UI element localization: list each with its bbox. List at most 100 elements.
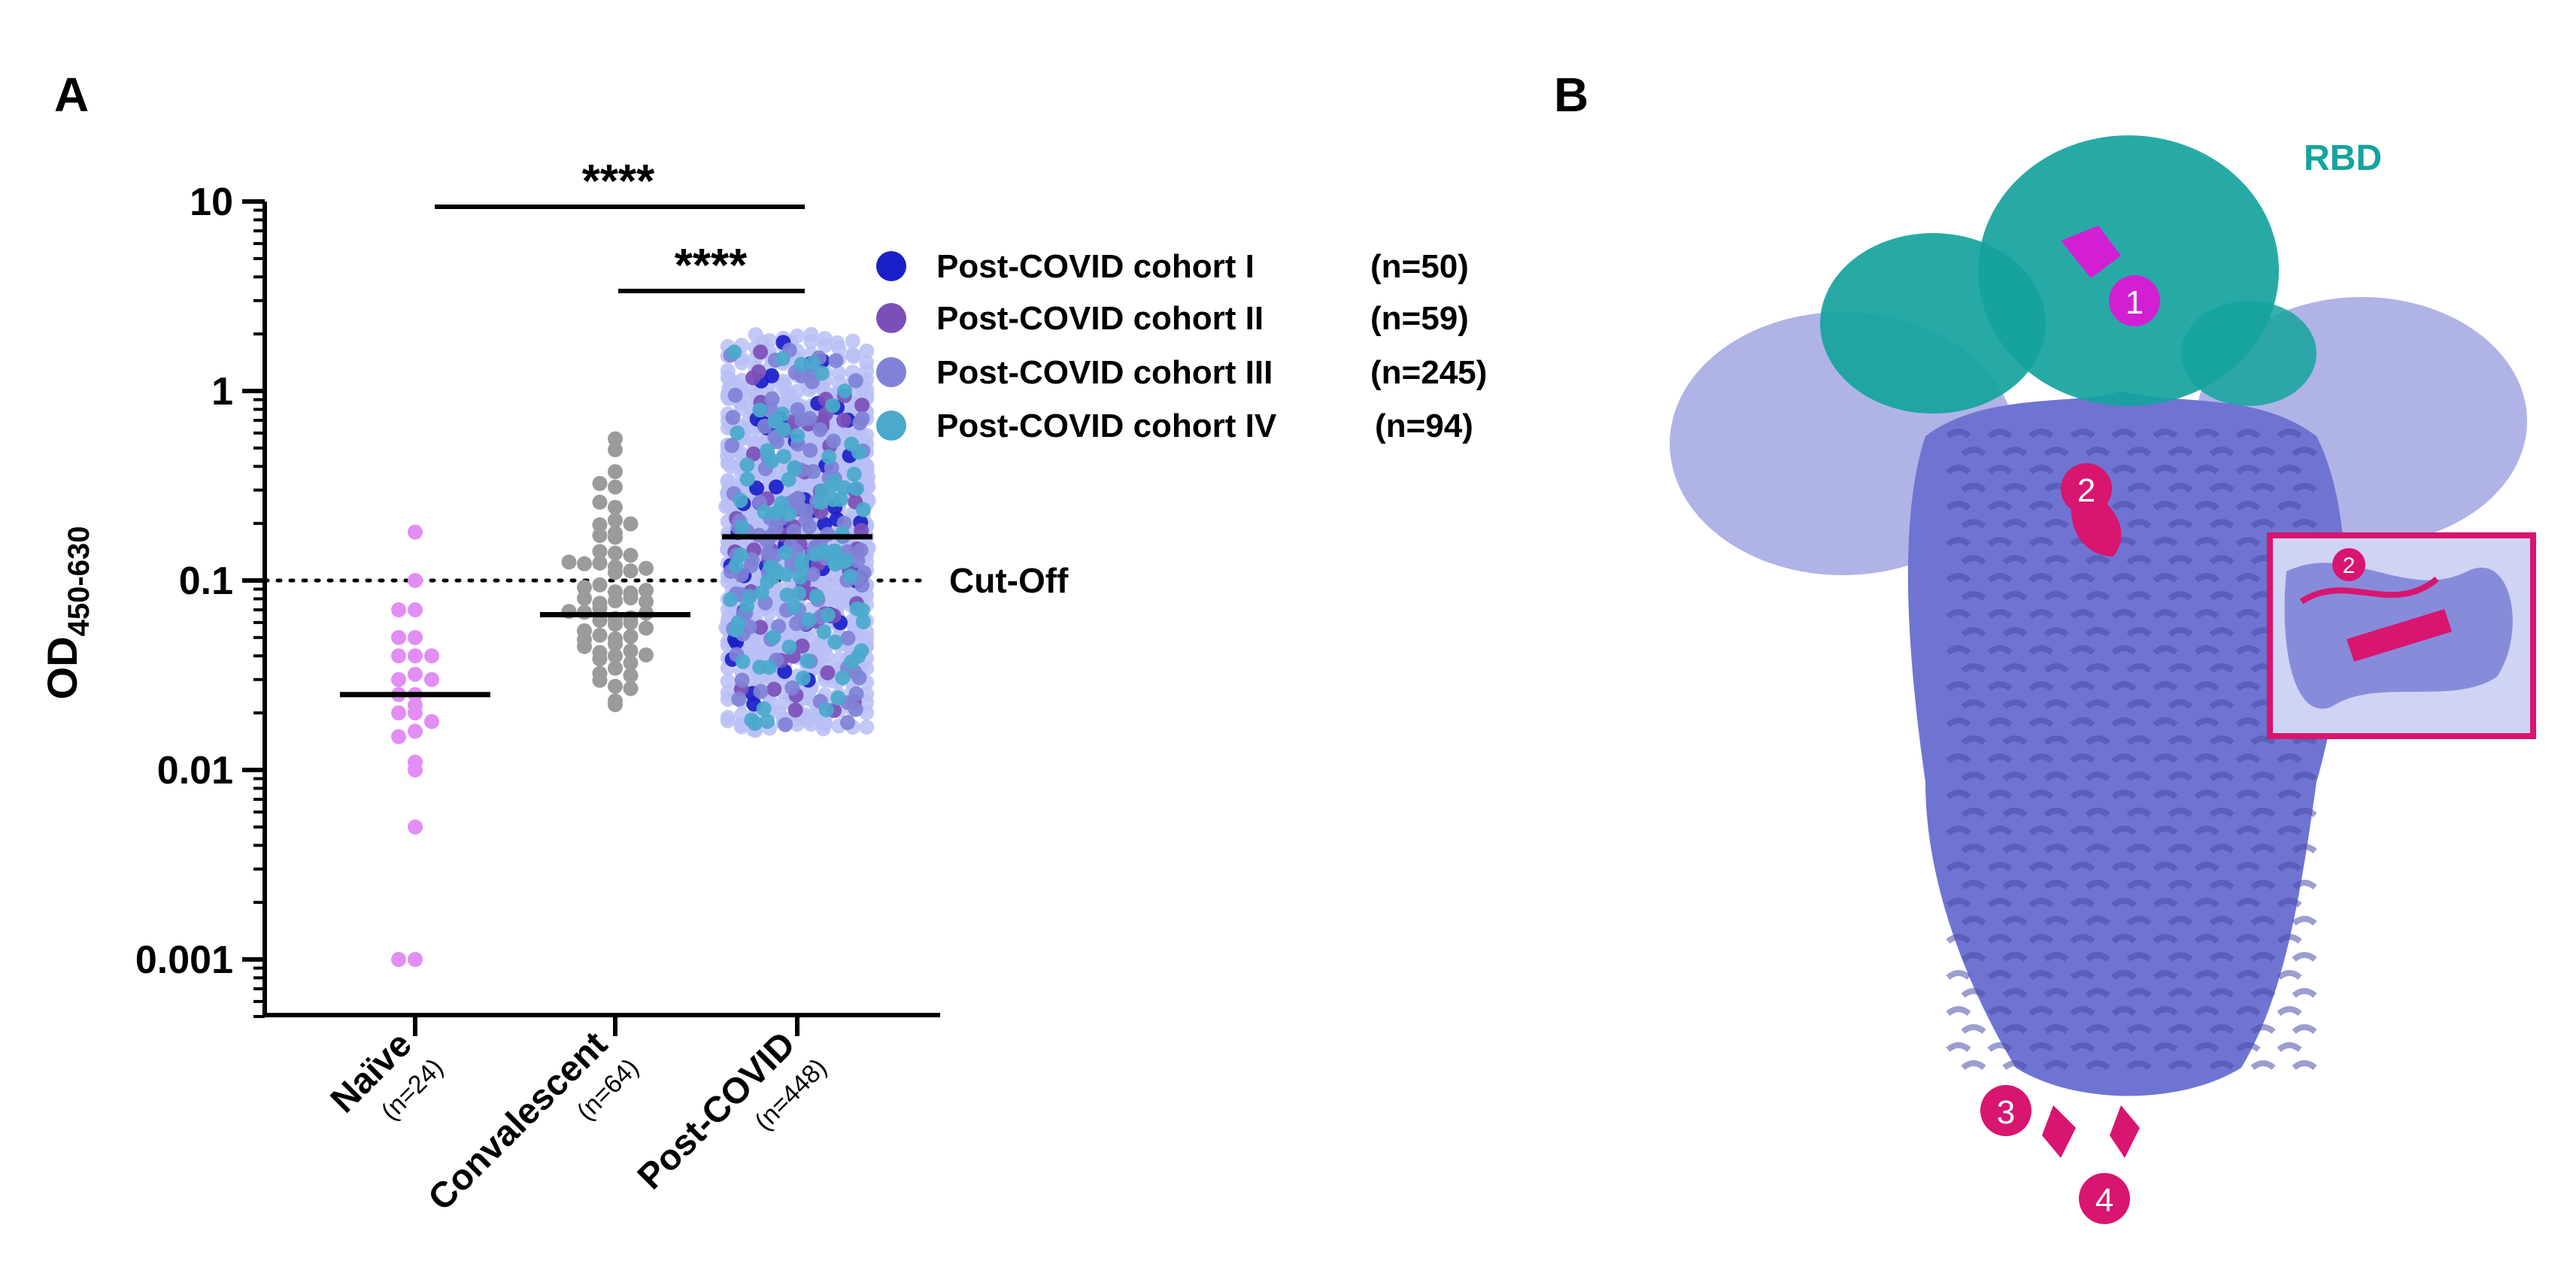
post-covid-background-point [803,326,819,342]
post-covid-background-point [721,455,736,471]
post-covid-cohort-3-point [798,503,814,519]
convalescent-point [592,596,608,611]
post-covid-cohort-3-point [806,464,821,480]
convalescent-point [592,494,608,510]
convalescent-point [592,627,608,643]
post-covid-cohort-4-point [851,444,867,460]
naive-point [391,648,406,664]
post-covid-cohort-3-point [731,691,747,707]
naive-point [408,629,423,645]
post-covid-cohort-4-point [844,654,860,670]
post-covid-cohort-4-point [766,629,781,645]
naive-point [408,705,423,721]
post-covid-cohort-3-point [725,410,741,426]
post-covid-cohort-4-point [842,568,858,584]
convalescent-point [639,647,654,663]
naive-point [391,602,406,618]
marker-1: 1 [2109,275,2160,326]
rbd-label: RBD [2304,138,2382,178]
post-covid-cohort-4-point [837,383,853,399]
post-covid-cohort-3-point [853,542,869,558]
naive-point [408,602,423,618]
post-covid-background-point [777,377,793,392]
post-covid-cohort-4-point [739,599,755,614]
convalescent-point [608,648,623,664]
post-covid-cohort-2-point [854,397,870,413]
post-covid-background-point [831,365,847,381]
post-covid-cohort-4-point [739,457,755,473]
post-covid-cohort-4-point [760,714,775,729]
post-covid-cohort-4-point [778,545,793,561]
post-covid-cohort-3-point [778,717,793,732]
convalescent-point [592,672,608,688]
inset-border [2267,532,2536,739]
post-covid-cohort-4-point [757,504,772,520]
naive-point [408,723,423,739]
post-covid-cohort-4-point [734,519,750,535]
post-covid-cohort-3-point [840,630,856,646]
post-covid-cohort-4-point [813,494,829,510]
y-tick-label: 10 [190,180,233,224]
post-covid-cohort-4-point [827,543,843,559]
post-covid-cohort-4-point [790,428,806,444]
panel-a-letter: A [54,68,89,122]
post-covid-cohort-4-point [727,344,742,360]
post-covid-cohort-4-point [792,569,808,585]
post-covid-cohort-2-point [836,412,851,428]
y-axis-title-subscript: 450-630 [62,526,96,637]
marker-3: 3 [1980,1085,2031,1136]
post-covid-cohort-4-point [800,653,815,668]
post-covid-background-point [771,705,787,720]
cutoff-label: Cut-Off [949,561,1069,600]
post-covid-cohort-4-point [768,505,784,521]
y-axis-title: OD450-630 [38,526,96,700]
post-covid-cohort-4-point [781,506,797,522]
post-covid-cohort-4-point [760,443,775,459]
post-covid-cohort-4-point [849,601,865,617]
panel-b: B RBD 1 2 [1554,68,2536,1224]
convalescent-point [608,464,623,480]
naive-point [408,952,423,967]
naive-point [424,671,439,687]
post-covid-cohort-4-point [795,670,811,686]
post-covid-cohort-4-point [801,612,817,628]
convalescent-point [608,442,623,458]
convalescent-point [592,517,608,532]
post-covid-background-point [720,673,736,689]
convalescent-point [623,655,639,671]
post-covid-cohort-4-point [752,659,768,675]
convalescent-point [577,590,592,606]
convalescent-point [608,593,623,609]
post-covid-background-point [817,331,833,347]
legend-swatch-cohort-1 [876,251,906,281]
post-covid-cohort-4-point [793,356,809,372]
post-covid-cohort-4-point [848,480,864,496]
post-covid-cohort-4-point [739,471,755,487]
significance-label-1: **** [582,156,655,208]
post-covid-cohort-4-point [733,493,748,508]
convalescent-point [608,512,623,528]
post-covid-cohort-4-point [830,690,846,706]
convalescent-point [592,528,608,544]
convalescent-point [608,636,623,652]
data-points [391,335,872,967]
convalescent-point [639,583,654,599]
post-covid-cohort-3-point [826,433,842,449]
epitope-1-region [2061,226,2121,278]
inset-zoom: 2 [2267,532,2536,739]
panel-b-letter: B [1554,68,1588,122]
x-ticks [413,1015,800,1036]
convalescent-point [608,617,623,632]
post-covid-background-point [830,335,845,350]
post-covid-cohort-4-point [754,584,769,600]
marker-1-label: 1 [2125,284,2144,321]
post-covid-cohort-3-point [812,422,828,438]
post-covid-cohort-3-point [805,566,821,582]
naive-point [391,729,406,744]
marker-2: 2 [2061,463,2112,514]
convalescent-point [623,680,639,696]
post-covid-background-point [720,362,736,378]
post-covid-background-point [748,327,763,343]
naive-point [408,666,423,682]
